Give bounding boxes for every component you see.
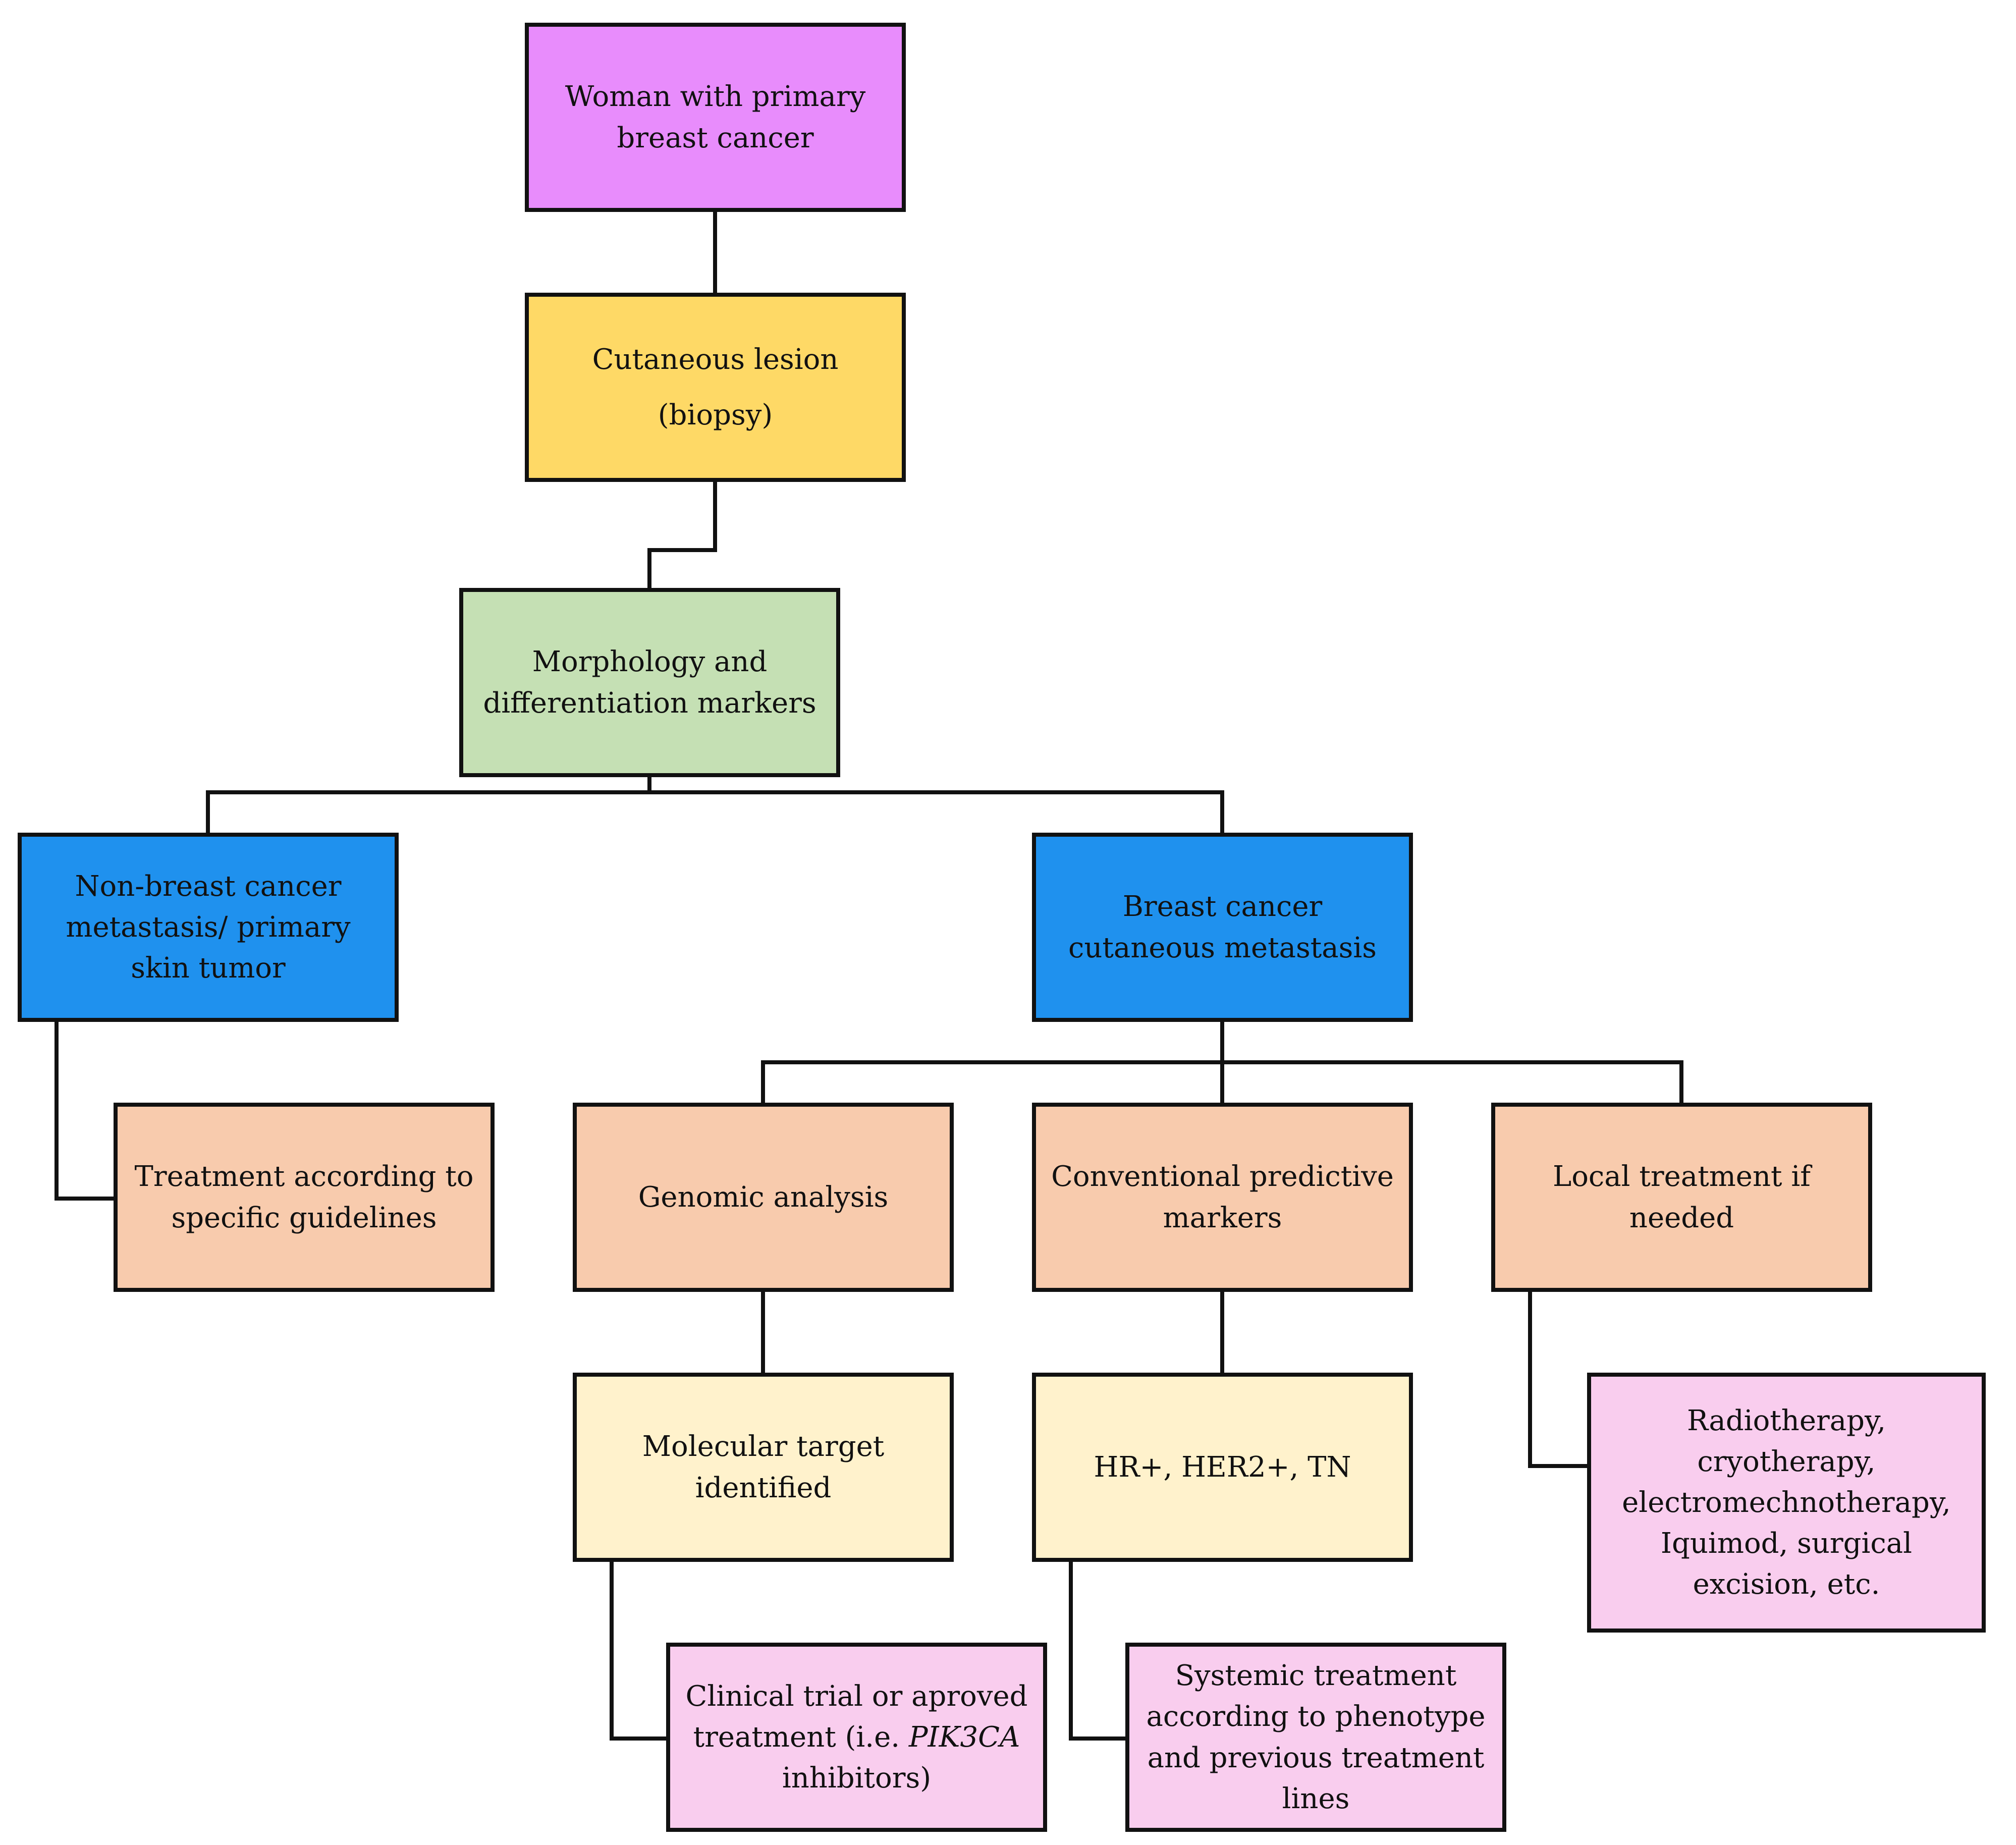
- node-breast-cancer-metastasis: Breast cancer cutaneous metastasis: [1032, 833, 1413, 1022]
- node-label-after: inhibitors): [782, 1762, 932, 1795]
- connector-morph-branches: [206, 775, 1224, 835]
- node-label: Genomic analysis: [638, 1180, 889, 1214]
- node-label-italic: PIK3CA: [908, 1720, 1020, 1754]
- node-cutaneous-lesion: Cutaneous lesion (biopsy): [525, 293, 906, 482]
- node-label: Systemic treatment according to phenotyp…: [1146, 1659, 1486, 1815]
- node-hr-her2-tn: HR+, HER2+, TN: [1032, 1373, 1413, 1562]
- node-genomic-analysis: Genomic analysis: [573, 1103, 954, 1292]
- node-label: Radiotherapy, cryotherapy, electromechno…: [1622, 1404, 1951, 1601]
- connector-nonbreast-treatspec: [55, 1020, 116, 1201]
- node-treatment-specific-guidelines: Treatment according to specific guidelin…: [114, 1103, 495, 1292]
- node-label: Morphology and differentiation markers: [483, 645, 816, 720]
- node-label: Treatment according to specific guidelin…: [134, 1160, 474, 1234]
- node-label: Non-breast cancer metastasis/ primary sk…: [66, 870, 351, 985]
- node-systemic-treatment: Systemic treatment according to phenotyp…: [1125, 1643, 1506, 1832]
- node-conventional-predictive-markers: Conventional predictive markers: [1032, 1103, 1413, 1292]
- node-non-breast-metastasis: Non-breast cancer metastasis/ primary sk…: [18, 833, 399, 1022]
- node-label: Woman with primary breast cancer: [565, 80, 866, 154]
- connector-bcmeta-branches: [761, 1020, 1683, 1105]
- node-clinical-trial: Clinical trial or aproved treatment (i.e…: [666, 1643, 1047, 1832]
- connector-moltarget-clinical: [610, 1560, 668, 1741]
- node-label: Breast cancer cutaneous metastasis: [1068, 890, 1377, 964]
- node-label: Clinical trial or aproved treatment (i.e…: [682, 1676, 1031, 1799]
- node-label-sub: (biopsy): [658, 398, 773, 431]
- node-label: Molecular target identified: [642, 1430, 885, 1504]
- node-label: Cutaneous lesion (biopsy): [592, 339, 839, 435]
- node-local-treatment: Local treatment if needed: [1491, 1103, 1872, 1292]
- node-label: HR+, HER2+, TN: [1094, 1450, 1351, 1484]
- node-local-therapies: Radiotherapy, cryotherapy, electromechno…: [1587, 1373, 1986, 1633]
- connector-lesion-morph: [647, 480, 717, 590]
- connector-local-radio: [1528, 1290, 1589, 1468]
- node-woman-primary-breast-cancer: Woman with primary breast cancer: [525, 23, 906, 212]
- node-label: Local treatment if needed: [1553, 1160, 1811, 1234]
- node-label: Conventional predictive markers: [1051, 1160, 1394, 1234]
- node-label-before: Clinical trial or aproved treatment (i.e…: [685, 1679, 1028, 1754]
- connector-hr-systemic: [1069, 1560, 1127, 1741]
- node-morphology-markers: Morphology and differentiation markers: [459, 588, 840, 777]
- node-label-main: Cutaneous lesion: [592, 343, 839, 376]
- node-molecular-target: Molecular target identified: [573, 1373, 954, 1562]
